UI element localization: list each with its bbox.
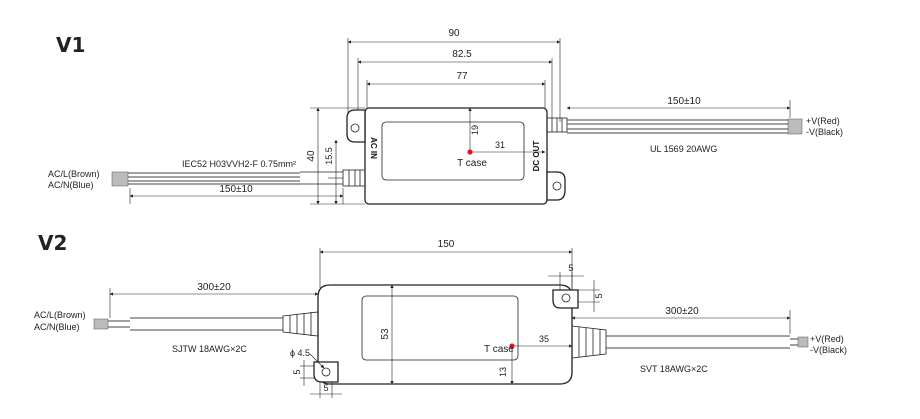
v2-left-ear	[313, 361, 339, 383]
v2-cable-in: SJTW 18AWG×2C	[172, 344, 247, 354]
v2-dim-150: 150	[438, 239, 455, 250]
v2-right-hole	[561, 293, 571, 303]
v2-title: V2	[38, 231, 67, 255]
v2-dim-5-bottom: 5	[323, 383, 328, 393]
v1-ac-in: AC IN	[369, 137, 378, 159]
v2-acn: AC/N(Blue)	[34, 322, 80, 332]
v2-acl: AC/L(Brown)	[34, 310, 86, 320]
v2-dim-5-right: 5	[594, 293, 604, 298]
v2-strain-relief-out	[571, 325, 607, 359]
v1-cable-out: UL 1569 20AWG	[650, 144, 717, 154]
v1-left-hole	[350, 123, 360, 133]
v1-title: V1	[56, 33, 85, 57]
v1-wire-in-len: 150±10	[219, 184, 253, 195]
v2-dim-5-top: 5	[568, 263, 573, 273]
v1-dim-19: 19	[470, 125, 480, 135]
v1-acn: AC/N(Blue)	[48, 180, 94, 190]
v2-dim-35: 35	[539, 334, 549, 344]
v1-tcase: T case	[457, 158, 487, 169]
v1-tcase-dot	[467, 149, 473, 155]
v2-vneg: -V(Black)	[810, 345, 847, 355]
v1-vpos: +V(Red)	[806, 116, 840, 126]
v2-tcase-dot	[509, 343, 515, 349]
v2-label-window	[361, 295, 519, 361]
v1-dim-77: 77	[456, 71, 468, 82]
v1-drawing: V1 90 82.5 77 AC IN DC OUT 19 31 T case	[48, 28, 843, 205]
v1-dim-82-5: 82.5	[452, 49, 472, 60]
v1-dc-out: DC OUT	[532, 141, 541, 172]
v2-left-hole	[321, 367, 331, 377]
v2-wire-out-len: 300±20	[665, 306, 699, 317]
v1-label-window	[381, 121, 525, 181]
v1-cable-in: IEC52 H03VVH2-F 0.75mm²	[182, 159, 296, 169]
v1-dim-90: 90	[448, 28, 460, 39]
v2-hole: ϕ 4.5	[290, 348, 310, 358]
v1-dim-31: 31	[495, 140, 505, 150]
v2-cable-out: SVT 18AWG×2C	[640, 364, 708, 374]
v1-dim-40: 40	[306, 150, 317, 162]
v2-vpos: +V(Red)	[810, 334, 844, 344]
v1-right-ear	[546, 171, 566, 201]
v2-right-ear	[552, 289, 579, 309]
v2-tcase: T case	[484, 344, 514, 355]
v2-dim-53: 53	[380, 328, 391, 340]
v2-drawing: V2 150 5 5 53 35 13 T case ϕ 4.5	[34, 231, 847, 398]
v1-acl: AC/L(Brown)	[48, 169, 100, 179]
v2-dim-5-left: 5	[292, 369, 302, 374]
v1-right-hole	[552, 181, 562, 191]
v1-vneg: -V(Black)	[806, 127, 843, 137]
v1-wire-out-len: 150±10	[667, 96, 701, 107]
v1-dim-15-5: 15.5	[324, 147, 334, 165]
v2-dim-13: 13	[498, 367, 508, 377]
v2-strain-relief-in	[282, 311, 319, 337]
v1-left-ear	[346, 109, 366, 143]
v2-wire-in-len: 300±20	[197, 282, 231, 293]
